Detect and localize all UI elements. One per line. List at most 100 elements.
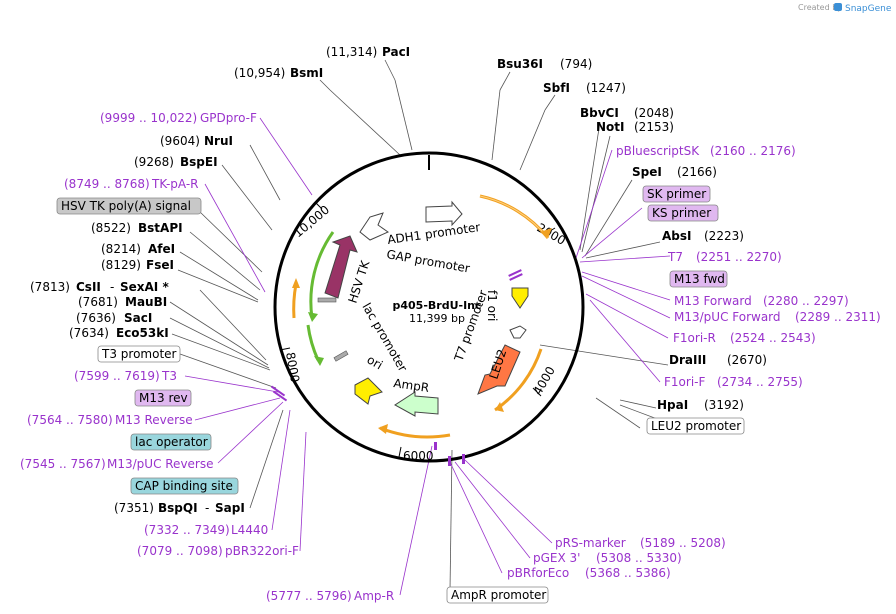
primer-tk-pa-r: TK-pA-R [151,177,199,191]
tick-6000: 6000 [403,449,434,463]
pos-maubi: (7681) [78,295,118,309]
pos-fsei: (8129) [101,258,141,272]
pos-sbfi: (1247) [586,81,626,95]
lac-operator-box [130,433,212,451]
primer-l4440-range: (7332 .. 7349) [144,523,230,537]
primer-pbr322ori-f: pBR322ori-F [225,544,299,558]
sk-primer-box [642,185,711,203]
primer-prs-marker: pRS-marker [555,536,626,550]
enzyme-saci: SacI [124,311,152,325]
snapgene-logo-icon [834,3,842,11]
hsv-tk-arrow [324,235,358,299]
enzyme-hpai: HpaI [657,398,688,412]
sk-primer-label: SK primer [647,187,706,201]
pos-nrui: (9604) [160,134,200,148]
pos-bbvci: (2048) [634,106,674,120]
pos-absi: (2223) [704,229,744,243]
arc-green-upper [309,231,335,319]
pos-bspei: (9268) [134,155,174,169]
enzyme-bsu36i: Bsu36I [497,57,543,71]
primer-m13-forward-range: (2280 .. 2297) [763,294,849,308]
enzyme-sapi: SapI [215,501,245,515]
primer-leader-lines [184,117,671,596]
primer-f1ori-f-range: (2734 .. 2755) [717,375,803,389]
primer-amp-r: Amp-R [354,589,394,603]
plasmid-name: p405-BrdU-Inc [392,299,481,312]
arc-left [292,283,298,319]
tick-4000: 4000 [530,364,557,397]
leu2-arrow [477,344,521,395]
pos-paci: (11,314) [326,45,377,59]
tick-2000: 2000 [535,220,568,247]
enzyme-nrui: NruI [204,134,233,148]
leu2-promoter-box [646,417,745,435]
snapgene-brand: SnapGene [845,4,892,14]
ampr-promoter-label: AmpR promoter [451,588,546,602]
pos-bstapi: (8522) [91,221,131,235]
primer-site-marks [270,269,523,466]
ampr-arrow [394,391,439,417]
hsv-tk-polya-label: HSV TK poly(A) signal [61,199,191,213]
enzyme-fsei: FseI [146,258,174,272]
ori-label: ori [365,352,386,372]
enzyme-eco53ki: Eco53kI [116,326,169,340]
primer-m13puc-reverse-range: (7545 .. 7567) [20,457,106,471]
primer-m13puc-forward-range: (2289 .. 2311) [795,310,881,324]
arc-bottom [379,426,451,439]
primer-pbluescriptsk-range: (2160 .. 2176) [710,144,796,158]
pos-bsu36i: (794) [560,57,592,71]
ori-arrow [354,377,383,405]
enzyme-bspei: BspEI [180,155,218,169]
t3-promoter-box [97,345,181,363]
primer-gpdpro-f-range: (9999 .. 10,022) [100,111,197,125]
arrow-top-right [540,228,552,238]
primer-pgex3: pGEX 3' [533,551,580,565]
m13-rev-label: M13 rev [139,391,188,405]
m13-fwd-box [669,270,728,288]
csii-separator: - [110,280,114,294]
pos-bsmi: (10,954) [234,66,285,80]
enzyme-absi: AbsI [662,229,691,243]
cap-site-label: CAP binding site [135,479,233,493]
bspqi-separator: - [205,501,209,515]
primer-gpdpro-f: GPDpro-F [200,111,257,125]
hsv-tk-polya-mark [317,297,337,303]
backbone-circle [273,151,585,463]
pos-afei: (8214) [101,242,141,256]
plasmid-size: 11,399 bp [409,312,465,325]
hsv-tk-polya-box [56,197,202,215]
pos-eco53ki: (7634) [69,326,109,340]
ks-primer-label: KS primer [652,206,711,220]
ks-primer-box [647,204,719,222]
leader-lines [169,59,669,591]
enzyme-paci: PacI [382,45,410,59]
primer-amp-r-range: (5777 .. 5796) [266,589,352,603]
primer-m13puc-forward: M13/pUC Forward [674,310,781,324]
primer-pgex3-range: (5308 .. 5330) [596,551,682,565]
enzyme-bspqi: BspQI [158,501,198,515]
primer-prs-marker-range: (5189 .. 5208) [640,536,726,550]
primer-pbrforeco: pBRforEco [507,566,569,580]
primer-m13-reverse-range: (7564 .. 7580) [27,413,113,427]
enzyme-spei: SpeI [632,165,662,179]
ampr-label: AmpR [393,376,430,395]
primer-pbr322ori-f-range: (7079 .. 7098) [137,544,223,558]
enzyme-bbvci: BbvCI [580,106,619,120]
m13-fwd-label: M13 fwd [674,272,725,286]
primer-t7: T7 [667,250,683,264]
pos-csii: (7813) [30,280,70,294]
primer-f1ori-f: F1ori-F [664,375,705,389]
enzyme-csii: CsII [76,280,101,294]
primer-m13puc-reverse: M13/pUC Reverse [107,457,214,471]
primer-pbluescriptsk: pBluescriptSK [616,144,700,158]
hsv-tk-label: HSV TK [346,258,373,305]
pos-noti: (2153) [634,120,674,134]
created-by-label: Created by [798,3,842,12]
tick-8000: 8000 [283,351,302,384]
m13-rev-box [134,389,192,407]
enzyme-noti: NotI [596,120,625,134]
pos-spei: (2166) [677,165,717,179]
enzyme-bsmi: BsmI [290,66,323,80]
adh1-promoter-label: ADH1 promoter [386,220,481,247]
gap-promoter-arrow [359,212,390,241]
